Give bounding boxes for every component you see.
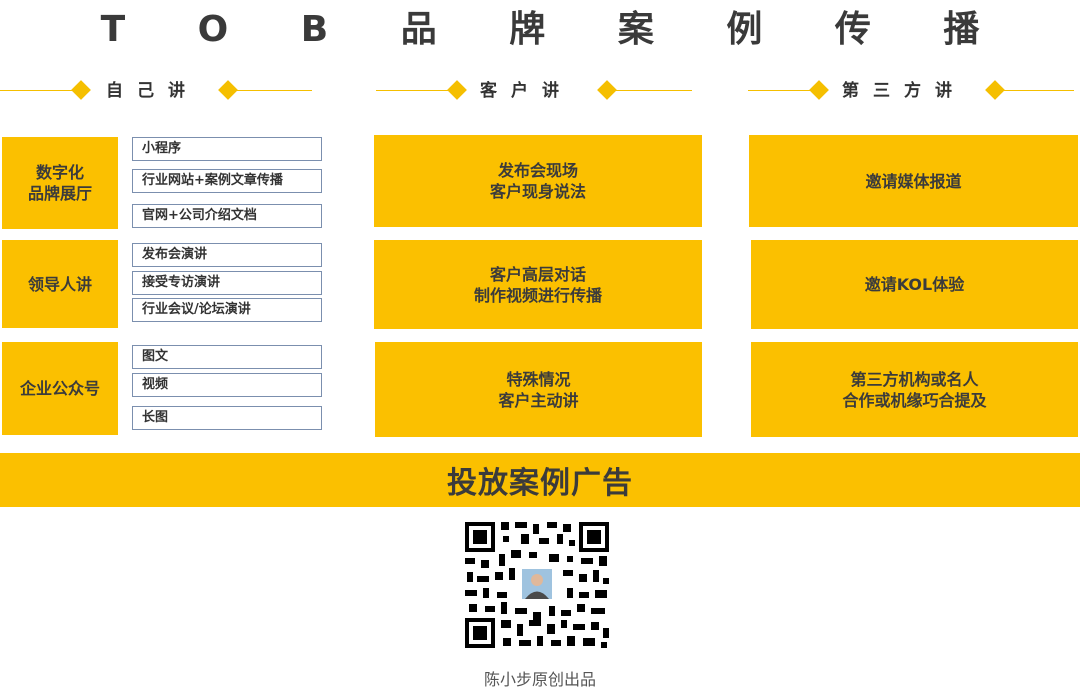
category-label: 领导人讲 bbox=[27, 274, 92, 294]
section-label: 第三方讲 bbox=[842, 81, 966, 101]
item-box: 行业会议/论坛演讲 bbox=[132, 298, 322, 322]
box-text: 第三方机构或名人 bbox=[850, 369, 979, 389]
section-header-self: 自己讲 bbox=[0, 78, 312, 104]
item-box: 接受专访演讲 bbox=[132, 271, 322, 295]
category-official-account: 企业公众号 bbox=[2, 342, 118, 435]
box-text: 合作或机缘巧合提及 bbox=[842, 390, 987, 410]
item-box: 视频 bbox=[132, 373, 322, 397]
divider bbox=[376, 90, 452, 91]
divider bbox=[232, 90, 312, 91]
box-text: 制作视频进行传播 bbox=[473, 285, 602, 305]
credit-text: 陈小步原创出品 bbox=[483, 670, 596, 689]
item-box: 发布会演讲 bbox=[132, 243, 322, 267]
category-digital-showroom: 数字化 品牌展厅 bbox=[2, 137, 118, 229]
box-text: 邀请媒体报道 bbox=[865, 171, 962, 191]
item-box: 官网+公司介绍文档 bbox=[132, 204, 322, 228]
qr-code-icon bbox=[463, 520, 611, 650]
category-leader-talk: 领导人讲 bbox=[2, 240, 118, 328]
page-title: T O B 品 牌 案 例 传 播 bbox=[100, 9, 1010, 50]
box-text: 特殊情况 bbox=[506, 369, 571, 389]
customer-box: 特殊情况 客户主动讲 bbox=[375, 342, 702, 437]
box-text: 发布会现场 bbox=[497, 161, 578, 180]
category-label: 企业公众号 bbox=[19, 379, 100, 398]
item-box: 长图 bbox=[132, 406, 322, 430]
box-text: 邀请KOL体验 bbox=[864, 275, 965, 294]
item-box: 图文 bbox=[132, 345, 322, 369]
section-header-customer: 客户讲 bbox=[376, 78, 692, 104]
divider bbox=[748, 90, 814, 91]
divider bbox=[0, 90, 78, 91]
category-label: 数字化 bbox=[35, 163, 84, 182]
section-label: 客户讲 bbox=[480, 81, 573, 101]
item-box: 小程序 bbox=[132, 137, 322, 161]
customer-box: 客户高层对话 制作视频进行传播 bbox=[374, 240, 702, 329]
box-text: 客户高层对话 bbox=[489, 264, 586, 284]
divider bbox=[612, 90, 692, 91]
box-text: 客户现身说法 bbox=[489, 182, 586, 201]
section-label: 自己讲 bbox=[106, 81, 199, 101]
customer-box: 发布会现场 客户现身说法 bbox=[374, 135, 702, 227]
diamond-icon bbox=[809, 80, 829, 100]
box-text: 客户主动讲 bbox=[498, 390, 579, 410]
third-party-box: 邀请KOL体验 bbox=[751, 240, 1078, 329]
ad-banner: 投放案例广告 bbox=[0, 453, 1080, 507]
item-box: 行业网站+案例文章传播 bbox=[132, 169, 322, 193]
diamond-icon bbox=[447, 80, 467, 100]
diamond-icon bbox=[71, 80, 91, 100]
third-party-box: 第三方机构或名人 合作或机缘巧合提及 bbox=[751, 342, 1078, 437]
divider bbox=[1000, 90, 1074, 91]
section-header-third-party: 第三方讲 bbox=[748, 78, 1074, 104]
category-label: 品牌展厅 bbox=[27, 184, 92, 203]
third-party-box: 邀请媒体报道 bbox=[749, 135, 1078, 227]
